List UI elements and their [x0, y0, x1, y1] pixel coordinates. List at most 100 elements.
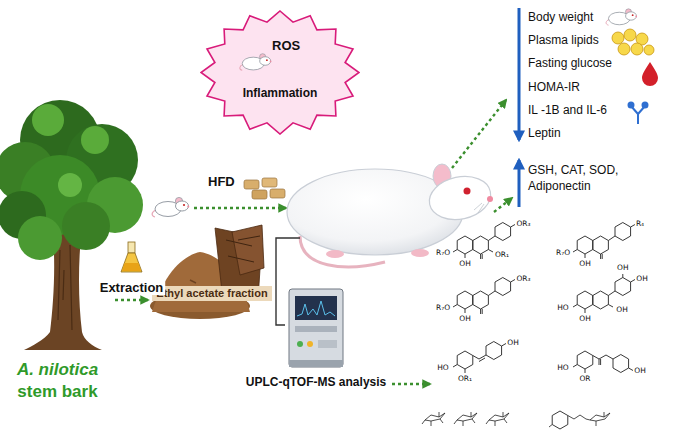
- substituent-label: R₇O: [555, 249, 571, 257]
- extraction-flask: [121, 242, 142, 272]
- substituent-label: OR₃: [515, 220, 531, 228]
- sugar-structures: [422, 412, 445, 426]
- tree-illustration: [62, 202, 110, 250]
- step-label: Extraction: [98, 280, 166, 295]
- flavonol-structure: [495, 223, 511, 241]
- label-anchor: OH: [578, 315, 592, 323]
- flavanone-structure: [495, 278, 511, 296]
- flavanone-structure: [473, 291, 489, 309]
- chalcone-structure: [573, 351, 633, 373]
- starburst-outline: [201, 11, 359, 134]
- label-anchor: OH: [578, 260, 592, 268]
- plant-source: A. niloticastem bark: [0, 95, 115, 407]
- outcome-label: Body weight: [528, 9, 593, 25]
- substituent-label: OH: [615, 306, 629, 314]
- label-anchor: Body weight: [528, 9, 593, 25]
- label-anchor: OH: [635, 275, 649, 283]
- substituent-label: OH: [458, 260, 472, 268]
- cytokine-icon: [629, 103, 634, 108]
- label-anchor: OR₃: [515, 275, 531, 283]
- stressor-label: ROS: [272, 38, 300, 53]
- rat-illustration: [326, 250, 344, 258]
- cytokine-icon: [643, 103, 648, 108]
- species-name: A. nilotica: [0, 360, 115, 380]
- diet-pellets: [270, 189, 285, 198]
- diet-pellets: [262, 178, 277, 187]
- hfd-mouse: [152, 197, 189, 217]
- substituent-label: OR: [578, 375, 591, 383]
- tree-illustration: [58, 245, 72, 330]
- label-anchor: HO: [556, 364, 570, 372]
- substituent-label: R₄: [635, 220, 645, 228]
- flavonol-structure: [473, 236, 489, 254]
- flavone-structure: [573, 225, 635, 260]
- label-anchor: OH: [506, 339, 520, 347]
- chalcone-structure: [613, 355, 629, 373]
- label-anchor: Fasting glucose: [528, 55, 612, 71]
- substituent-label: OH: [506, 339, 520, 347]
- analysis-arrow: [392, 383, 430, 385]
- rat-illustration: [425, 171, 494, 225]
- stilbene-structure: [486, 342, 502, 360]
- stilbene-structure: [453, 342, 506, 374]
- substituent-label: R₇O: [435, 304, 451, 312]
- catechin-structure: [577, 291, 593, 309]
- sugar-structures: [454, 412, 477, 426]
- extract-fraction: Ethyl acetate fraction: [148, 220, 276, 320]
- sample-bracket: [276, 238, 300, 262]
- lipid-icon: [612, 32, 624, 44]
- cytokine-icon: [631, 106, 645, 124]
- flavonol-structure: [457, 236, 473, 254]
- label-anchor: Leptin: [528, 125, 561, 141]
- outcome-label: Leptin: [528, 125, 561, 141]
- ms-instrument-illustration: [307, 341, 313, 347]
- ms-instrument: UPLC-qTOF-MS analysis: [285, 285, 347, 370]
- label-anchor: R₇O: [435, 304, 451, 312]
- label-anchor: R₇O: [435, 249, 451, 257]
- catechin-structure: [593, 291, 609, 309]
- ms-instrument-illustration: [318, 340, 337, 348]
- ms-instrument-illustration: [289, 360, 343, 367]
- chalcone-structure: [577, 351, 593, 369]
- extraction-flask: [121, 253, 142, 272]
- stressed-mouse: [240, 54, 272, 71]
- substituent-label: OR₁: [494, 251, 510, 259]
- ms-instrument-illustration: [297, 301, 335, 316]
- ms-instrument-illustration: [289, 289, 343, 367]
- outcome-label: HOMA-IR: [528, 79, 580, 95]
- tree-illustration: [58, 173, 82, 197]
- outcome-label: IL -1B and IL-6: [528, 102, 607, 118]
- lipid-icon: [631, 43, 643, 55]
- label-anchor: OH: [615, 306, 629, 314]
- lipid-icon: [624, 29, 636, 41]
- label-anchor: GSH, CAT, SOD, Adiponectin: [528, 162, 628, 194]
- lipid-icon: [618, 43, 630, 55]
- substituent-label: OH: [458, 315, 472, 323]
- increase-arrow: [518, 160, 521, 207]
- rat-illustration: [411, 249, 429, 257]
- flavanone-structure: [457, 291, 473, 309]
- glycoside-structure: [549, 412, 610, 427]
- label-anchor: HOMA-IR: [528, 79, 580, 95]
- substituent-label: OH: [578, 315, 592, 323]
- ms-instrument-illustration: [295, 326, 337, 332]
- outcome-label: Plasma lipids: [528, 32, 599, 48]
- label-anchor: OR₃: [515, 220, 531, 228]
- label-anchor: IL -1B and IL-6: [528, 102, 607, 118]
- method-label: UPLC-qTOF-MS analysis: [246, 375, 386, 389]
- rat-illustration: [464, 188, 471, 195]
- glucose-drop: [642, 62, 658, 86]
- substituent-label: HO: [556, 364, 570, 372]
- flavonol-structure: [453, 225, 515, 260]
- label-anchor: OR: [578, 375, 591, 383]
- glycoside-structure: [552, 411, 568, 429]
- tree-illustration: [81, 126, 109, 154]
- rat-illustration: [474, 203, 484, 213]
- diet-label: HFD: [208, 174, 235, 189]
- flavonol-structure: [453, 223, 515, 260]
- edge-label-anchor: Extraction: [98, 280, 166, 295]
- label-anchor: OH: [458, 260, 472, 268]
- stressor-label: Inflammation: [200, 86, 360, 100]
- substituent-label: HO: [436, 364, 450, 372]
- stressor-starburst: ROS Inflammation: [200, 10, 360, 135]
